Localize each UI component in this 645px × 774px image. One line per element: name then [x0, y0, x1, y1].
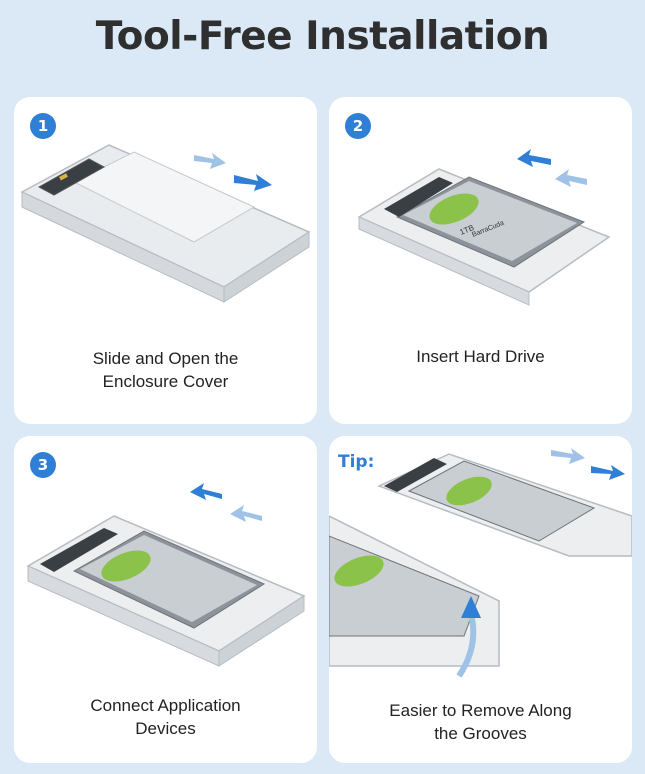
slide-arrow-icon [194, 153, 272, 191]
tip-label: Tip: [338, 452, 375, 472]
open-enclosure-illustration [20, 144, 311, 303]
tip-caption: Easier to Remove Along the Grooves [389, 701, 572, 743]
step-caption: Slide and Open the Enclosure Cover [92, 349, 239, 391]
step-caption: Connect Application Devices [90, 696, 241, 738]
slide-arrow-icon [551, 448, 625, 480]
step-card-1: 1 Slide and Open the Enclosure Cover [14, 97, 317, 424]
step-card-2: 1TB BarraCuda 2 Insert Hard Drive [329, 97, 632, 424]
step-caption: Insert Hard Drive [416, 347, 545, 366]
step-number-badge: 3 [30, 452, 56, 478]
tip-card: Tip: Easier to Remove Along the Grooves [329, 436, 632, 763]
step-number-badge: 1 [30, 113, 56, 139]
insert-arrow-icon [517, 149, 587, 187]
step-number-badge: 2 [345, 113, 371, 139]
insert-drive-illustration: 1TB BarraCuda [357, 149, 611, 306]
step-card-3: 3 Connect Application Devices [14, 436, 317, 763]
lift-arrow-icon [456, 596, 481, 678]
page-title: Tool-Free Installation [95, 14, 550, 59]
push-arrow-icon [190, 483, 262, 522]
close-enclosure-illustration [26, 483, 306, 667]
groove-removal-illustration [329, 448, 632, 678]
